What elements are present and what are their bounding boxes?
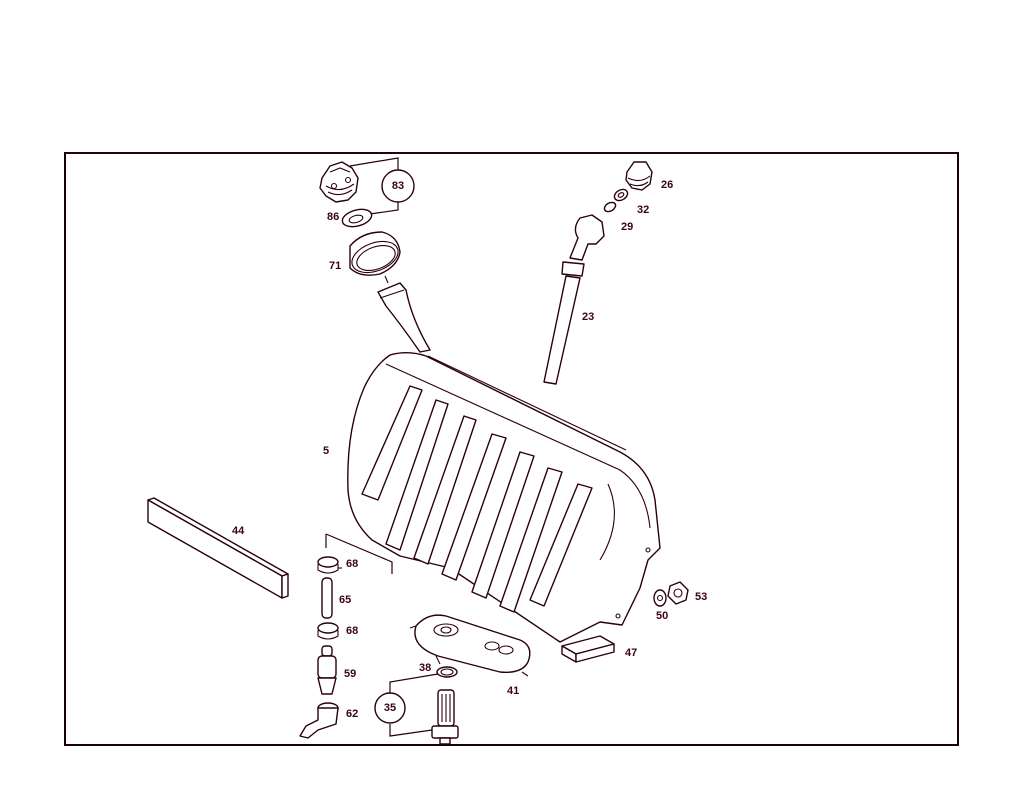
filler-neck [377,282,431,353]
callout-53: 53 [695,591,708,603]
callout-26: 26 [661,179,674,191]
callout-41: 41 [507,685,520,697]
connector-part-59 [317,645,337,695]
leader-5 [325,533,393,574]
callout-circle-83 [381,169,415,203]
callout-35: 35 [383,702,397,714]
pad-part-47 [561,635,615,663]
seal-ring-part-86 [341,208,373,228]
filler-cap-part-83 [319,161,359,203]
hose-clamp-part-68-lower [317,622,339,640]
callout-59: 59 [344,668,357,680]
callout-62: 62 [346,708,359,720]
callout-68-upper: 68 [346,558,359,570]
callout-50: 50 [656,610,669,622]
leader-83 [349,157,399,215]
callout-86: 86 [327,211,340,223]
foam-strip-part-44 [147,497,289,599]
cap-part-26 [625,161,653,191]
filler-boot-part-71 [349,231,401,276]
sender-plate-part-41 [409,614,531,677]
nut-part-53 [667,581,689,605]
callout-5: 5 [323,445,330,457]
washer-part-32 [613,188,629,202]
hose-part-65 [321,577,333,619]
callout-29: 29 [621,221,634,233]
washer-part-50 [653,589,667,607]
vent-tube-part-23 [543,214,605,385]
callout-71: 71 [329,260,342,272]
leader-35 [389,673,439,737]
o-ring-part-38 [436,666,458,678]
callout-23: 23 [582,311,595,323]
callout-32: 32 [637,204,650,216]
callout-47: 47 [625,647,638,659]
elbow-part-62 [299,702,339,739]
fuel-tank-part-5 [347,352,661,643]
callout-68-lower: 68 [346,625,359,637]
callout-65: 65 [339,594,352,606]
callout-83: 83 [391,180,405,192]
callout-44: 44 [232,525,245,537]
diagram-frame [64,152,959,746]
o-ring-part-29 [603,201,617,213]
callout-38: 38 [419,662,432,674]
hose-clamp-part-68-upper [317,556,342,574]
strainer-part-35 [431,689,459,745]
callout-circle-35 [374,692,406,724]
